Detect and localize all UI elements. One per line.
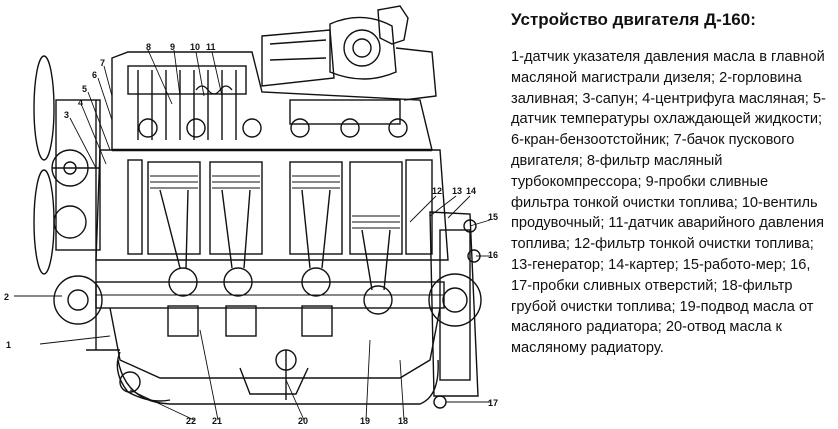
callout-5: 5 [82, 84, 87, 94]
callout-14: 14 [466, 186, 476, 196]
callout-6: 6 [92, 70, 97, 80]
callout-9: 9 [170, 42, 175, 52]
callout-4: 4 [78, 98, 83, 108]
crankshaft [95, 267, 445, 337]
callout-22: 22 [186, 416, 196, 426]
callout-1: 1 [6, 340, 11, 350]
turbocharger [261, 5, 437, 101]
engine-cutaway-svg: 1 2 3 4 5 6 7 8 9 10 11 12 13 14 15 16 1… [4, 5, 498, 426]
callout-8: 8 [146, 42, 151, 52]
callout-2: 2 [4, 292, 9, 302]
cylinder-block [95, 149, 449, 291]
front-drive [33, 55, 120, 351]
flywheel-housing [428, 211, 482, 409]
caption-title: Устройство двигателя Д-160: [511, 10, 756, 29]
oil-pan [109, 307, 441, 405]
callout-12: 12 [432, 186, 442, 196]
caption-description: 1-датчик указателя давления масла в глав… [511, 49, 826, 357]
callout-19: 19 [360, 416, 370, 426]
callout-18: 18 [398, 416, 408, 426]
engine-cutaway-drawing: 1 2 3 4 5 6 7 8 9 10 11 12 13 14 15 16 1… [4, 5, 498, 426]
callout-21: 21 [212, 416, 222, 426]
callout-10: 10 [190, 42, 200, 52]
callout-20: 20 [298, 416, 308, 426]
callout-11: 11 [206, 42, 216, 52]
callout-17: 17 [488, 398, 498, 408]
callout-15: 15 [488, 212, 498, 222]
callout-labels: 1 2 3 4 5 6 7 8 9 10 11 12 13 14 15 16 1… [4, 42, 498, 426]
callout-leaders [14, 49, 491, 421]
caption-block: Устройство двигателя Д-160: 1-датчик ука… [511, 10, 829, 359]
callout-7: 7 [100, 58, 105, 68]
callout-16: 16 [488, 250, 498, 260]
callout-13: 13 [452, 186, 462, 196]
cylinder-head-top [111, 51, 433, 152]
callout-3: 3 [64, 110, 69, 120]
